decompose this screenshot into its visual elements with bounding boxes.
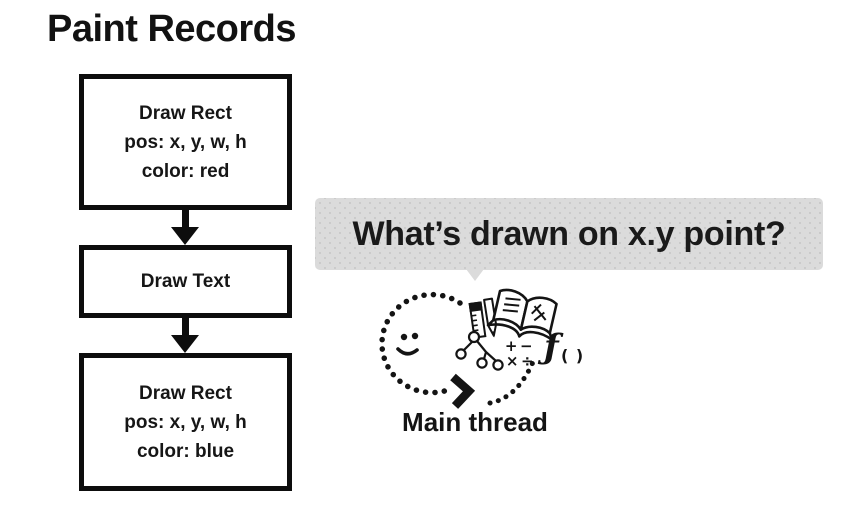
flow-box-draw-rect-blue: Draw Rect pos: x, y, w, h color: blue (79, 353, 292, 491)
speech-bubble: What’s drawn on x.y point? (315, 198, 823, 270)
chevron-arrow-icon (450, 373, 476, 409)
math-symbols-icon: +− ×÷ (505, 337, 536, 370)
speech-bubble-pointer-icon (466, 269, 484, 281)
function-parens: ( ) (561, 346, 584, 365)
down-arrow-icon (171, 227, 199, 245)
box-line: color: blue (136, 440, 235, 462)
main-thread-doodle: +− ×÷ ƒ ( ) (379, 288, 584, 409)
box-line: pos: x, y, w, h (124, 131, 247, 153)
dotted-loop-icon (379, 291, 463, 396)
dotted-trail-icon (487, 359, 536, 406)
smiley-face-icon (396, 332, 419, 356)
open-book-icon (486, 288, 558, 342)
down-arrow-icon (182, 208, 189, 228)
flow-box-draw-text: Draw Text (79, 245, 292, 318)
flow-box-draw-rect-red: Draw Rect pos: x, y, w, h color: red (79, 74, 292, 210)
math-row-2: ×÷ (506, 352, 536, 370)
down-arrow-icon (171, 335, 199, 353)
math-row-1: +− (505, 337, 535, 355)
main-thread-label: Main thread (402, 407, 548, 437)
function-icon: ƒ ( ) (537, 327, 584, 367)
box-line: pos: x, y, w, h (124, 411, 247, 433)
page-title: Paint Records (47, 8, 297, 50)
box-line: Draw Text (140, 271, 231, 292)
box-line: color: red (141, 160, 230, 182)
box-line: Draw Rect (139, 382, 232, 404)
speech-bubble-text: What’s drawn on x.y point? (352, 214, 786, 253)
tree-graph-icon (455, 330, 504, 371)
box-line: Draw Rect (139, 102, 232, 124)
down-arrow-icon (182, 316, 189, 336)
